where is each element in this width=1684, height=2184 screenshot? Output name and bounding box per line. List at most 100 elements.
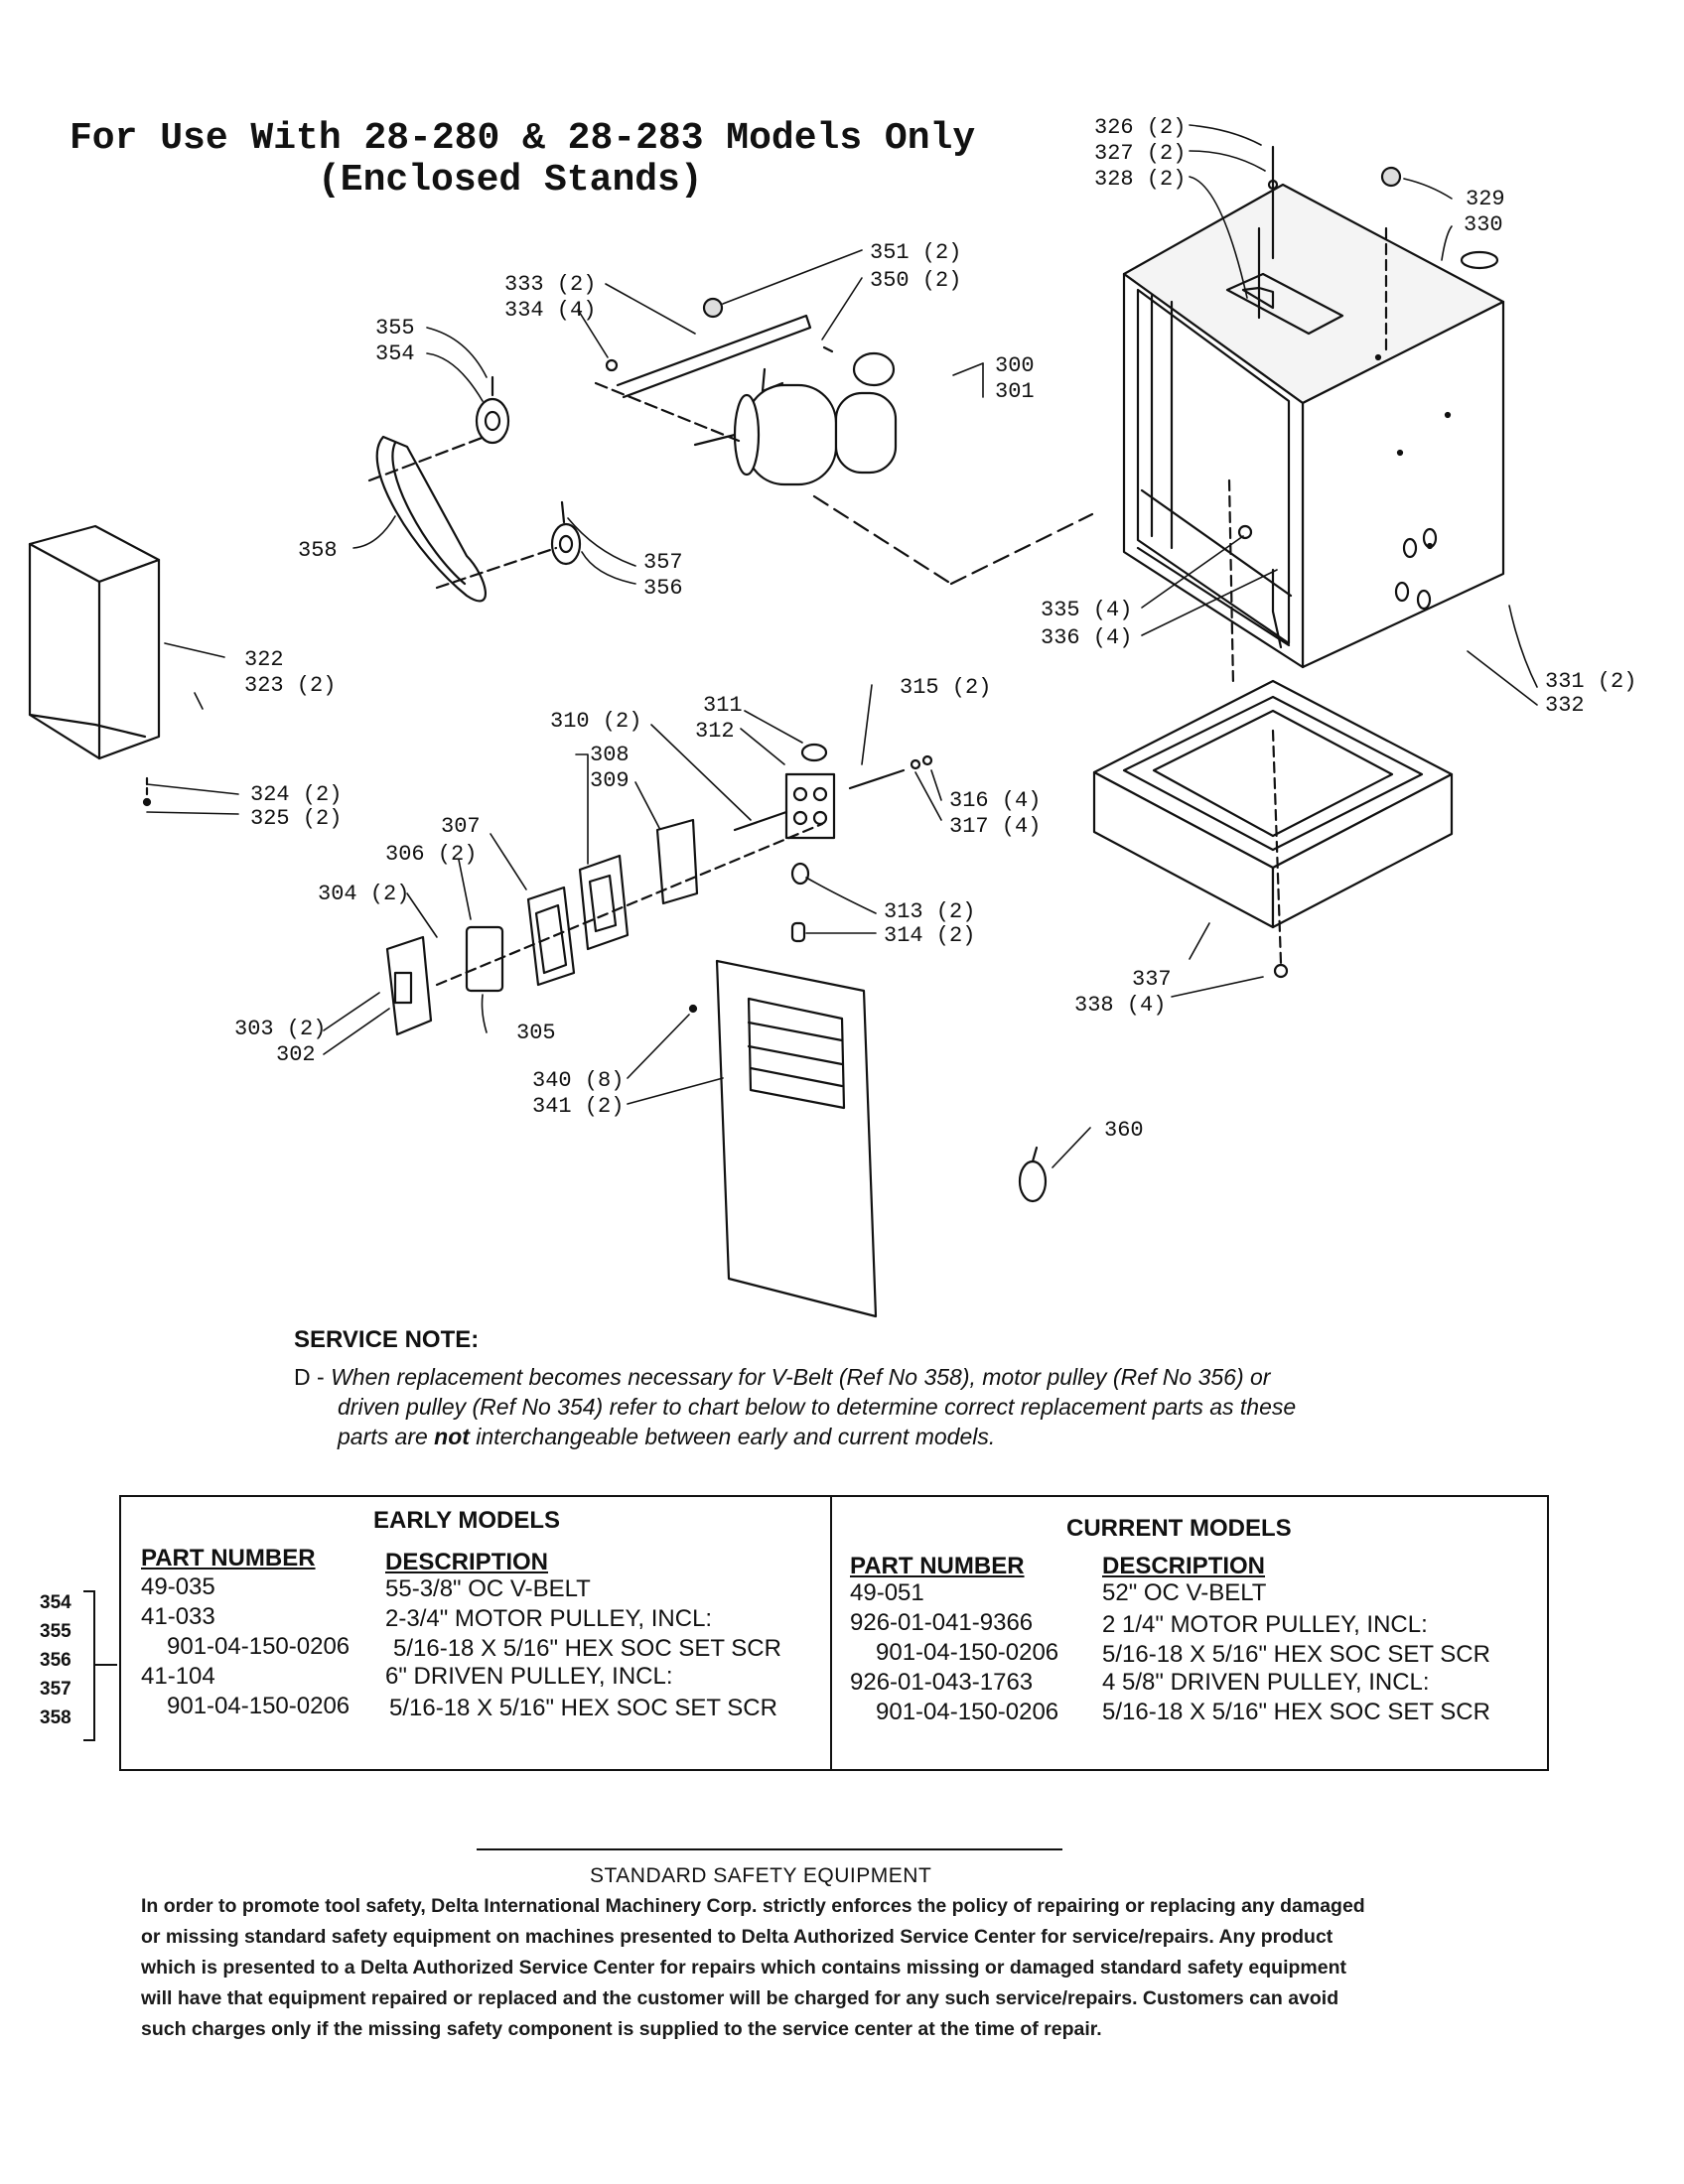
safety-paragraph: In order to promote tool safety, Delta I…: [141, 1891, 1462, 2045]
callout-337: 337: [1132, 967, 1172, 992]
callout-354: 354: [375, 341, 415, 366]
callout-313: 313 (2): [884, 899, 975, 924]
callout-317: 317 (4): [949, 814, 1041, 839]
belt-guard-drawing: [28, 524, 161, 807]
safety-divider: [477, 1848, 1062, 1850]
safety-line: which is presented to a Delta Authorized…: [141, 1957, 1346, 1979]
ref-number: 357: [40, 1679, 71, 1700]
service-note-text-3a: parts are: [338, 1424, 435, 1449]
current-part-cell: 901-04-150-0206: [876, 1699, 1059, 1725]
early-desc-cell: 5/16-18 X 5/16" HEX SOC SET SCR: [393, 1635, 781, 1662]
callout-326: 326 (2): [1094, 115, 1186, 140]
callout-311: 311: [703, 693, 743, 718]
current-part-cell: 926-01-043-1763: [850, 1669, 1034, 1696]
service-note-heading: SERVICE NOTE:: [294, 1326, 480, 1353]
callout-355: 355: [375, 316, 415, 341]
current-desc-cell: 4 5/8" DRIVEN PULLEY, INCL:: [1102, 1669, 1430, 1696]
parts-chart: [119, 1495, 1549, 1771]
callout-300: 300: [995, 353, 1035, 378]
callout-356: 356: [643, 576, 683, 601]
callout-336: 336 (4): [1041, 625, 1132, 650]
callout-331: 331 (2): [1545, 669, 1636, 694]
callout-303: 303 (2): [234, 1017, 326, 1041]
callout-333: 333 (2): [504, 272, 596, 297]
callout-309: 309: [590, 768, 630, 793]
safety-line: or missing standard safety equipment on …: [141, 1926, 1333, 1948]
callout-308: 308: [590, 743, 630, 767]
early-desc-cell: 6" DRIVEN PULLEY, INCL:: [385, 1663, 673, 1690]
callout-312: 312: [695, 719, 735, 744]
service-note-line-3: parts are not interchangeable between ea…: [294, 1422, 1446, 1451]
page-subtitle: (Enclosed Stands): [318, 159, 703, 202]
callout-310: 310 (2): [550, 709, 641, 734]
parts-chart-divider: [830, 1495, 832, 1771]
callout-306: 306 (2): [385, 842, 477, 867]
early-part-cell: 901-04-150-0206: [167, 1693, 351, 1719]
callout-340: 340 (8): [532, 1068, 624, 1093]
callout-301: 301: [995, 379, 1035, 404]
current-part-cell: 49-051: [850, 1579, 924, 1606]
current-part-number-header: PART NUMBER: [850, 1553, 1025, 1579]
callout-323: 323 (2): [244, 673, 336, 698]
callout-357: 357: [643, 550, 683, 575]
early-part-cell: 41-104: [141, 1663, 215, 1690]
service-note-line-1: D - When replacement becomes necessary f…: [294, 1364, 1270, 1390]
callout-314: 314 (2): [884, 923, 975, 948]
callout-338: 338 (4): [1074, 993, 1166, 1018]
callout-316: 316 (4): [949, 788, 1041, 813]
current-part-cell: 901-04-150-0206: [876, 1639, 1059, 1666]
ref-number: 356: [40, 1650, 71, 1671]
page-title: For Use With 28-280 & 28-283 Models Only: [70, 117, 976, 160]
ref-bracket: [83, 1590, 95, 1741]
early-part-cell: 41-033: [141, 1603, 215, 1630]
ref-number: 354: [40, 1592, 71, 1613]
callout-304: 304 (2): [318, 882, 409, 906]
callout-330: 330: [1464, 212, 1503, 237]
early-desc-cell: 2-3/4" MOTOR PULLEY, INCL:: [385, 1605, 713, 1632]
early-desc-cell: 55-3/8" OC V-BELT: [385, 1575, 591, 1602]
key-drawing: [1018, 1146, 1048, 1203]
callout-350: 350 (2): [870, 268, 961, 293]
early-models-title: EARLY MODELS: [373, 1507, 561, 1534]
safety-line: such charges only if the missing safety …: [141, 2018, 1102, 2040]
service-note-marker: D -: [294, 1364, 325, 1390]
ref-number: 355: [40, 1621, 71, 1642]
callout-315: 315 (2): [900, 675, 991, 700]
switch-drawing: [385, 743, 933, 1036]
callout-332: 332: [1545, 693, 1585, 718]
early-part-cell: 49-035: [141, 1573, 215, 1600]
motor-drawing: [594, 297, 1094, 586]
cabinet-drawing: [1122, 145, 1505, 687]
callout-307: 307: [441, 814, 481, 839]
current-desc-cell: 52" OC V-BELT: [1102, 1579, 1267, 1606]
safety-line: will have that equipment repaired or rep…: [141, 1987, 1339, 2009]
pulleys-belt-drawing: [367, 375, 582, 603]
callout-305: 305: [516, 1021, 556, 1045]
ref-number-list: 354 355 356 357 358: [40, 1588, 71, 1732]
early-part-cell: 901-04-150-0206: [167, 1633, 351, 1660]
current-desc-cell: 5/16-18 X 5/16" HEX SOC SET SCR: [1102, 1641, 1490, 1668]
safety-line: In order to promote tool safety, Delta I…: [141, 1895, 1365, 1917]
early-part-number-header: PART NUMBER: [141, 1545, 316, 1571]
current-models-title: CURRENT MODELS: [1066, 1515, 1292, 1542]
callout-327: 327 (2): [1094, 141, 1186, 166]
safety-title: STANDARD SAFETY EQUIPMENT: [590, 1864, 932, 1887]
callout-328: 328 (2): [1094, 167, 1186, 192]
service-note-emphasis: not: [434, 1424, 470, 1449]
callout-341: 341 (2): [532, 1094, 624, 1119]
callout-351: 351 (2): [870, 240, 961, 265]
service-note-body: D - When replacement becomes necessary f…: [294, 1362, 1446, 1451]
ref-bracket-tick: [95, 1664, 117, 1666]
current-desc-cell: 2 1/4" MOTOR PULLEY, INCL:: [1102, 1611, 1428, 1638]
ref-number: 358: [40, 1707, 71, 1728]
callout-360: 360: [1104, 1118, 1144, 1143]
callout-324: 324 (2): [250, 782, 342, 807]
base-drawing: [1092, 679, 1454, 979]
callout-302: 302: [276, 1042, 316, 1067]
callout-358: 358: [298, 538, 338, 563]
service-note-line-2: driven pulley (Ref No 354) refer to char…: [338, 1394, 1297, 1420]
callout-334: 334 (4): [504, 298, 596, 323]
early-desc-cell: 5/16-18 X 5/16" HEX SOC SET SCR: [389, 1695, 777, 1721]
callout-335: 335 (4): [1041, 598, 1132, 622]
service-note-text-1: When replacement becomes necessary for V…: [331, 1364, 1271, 1390]
